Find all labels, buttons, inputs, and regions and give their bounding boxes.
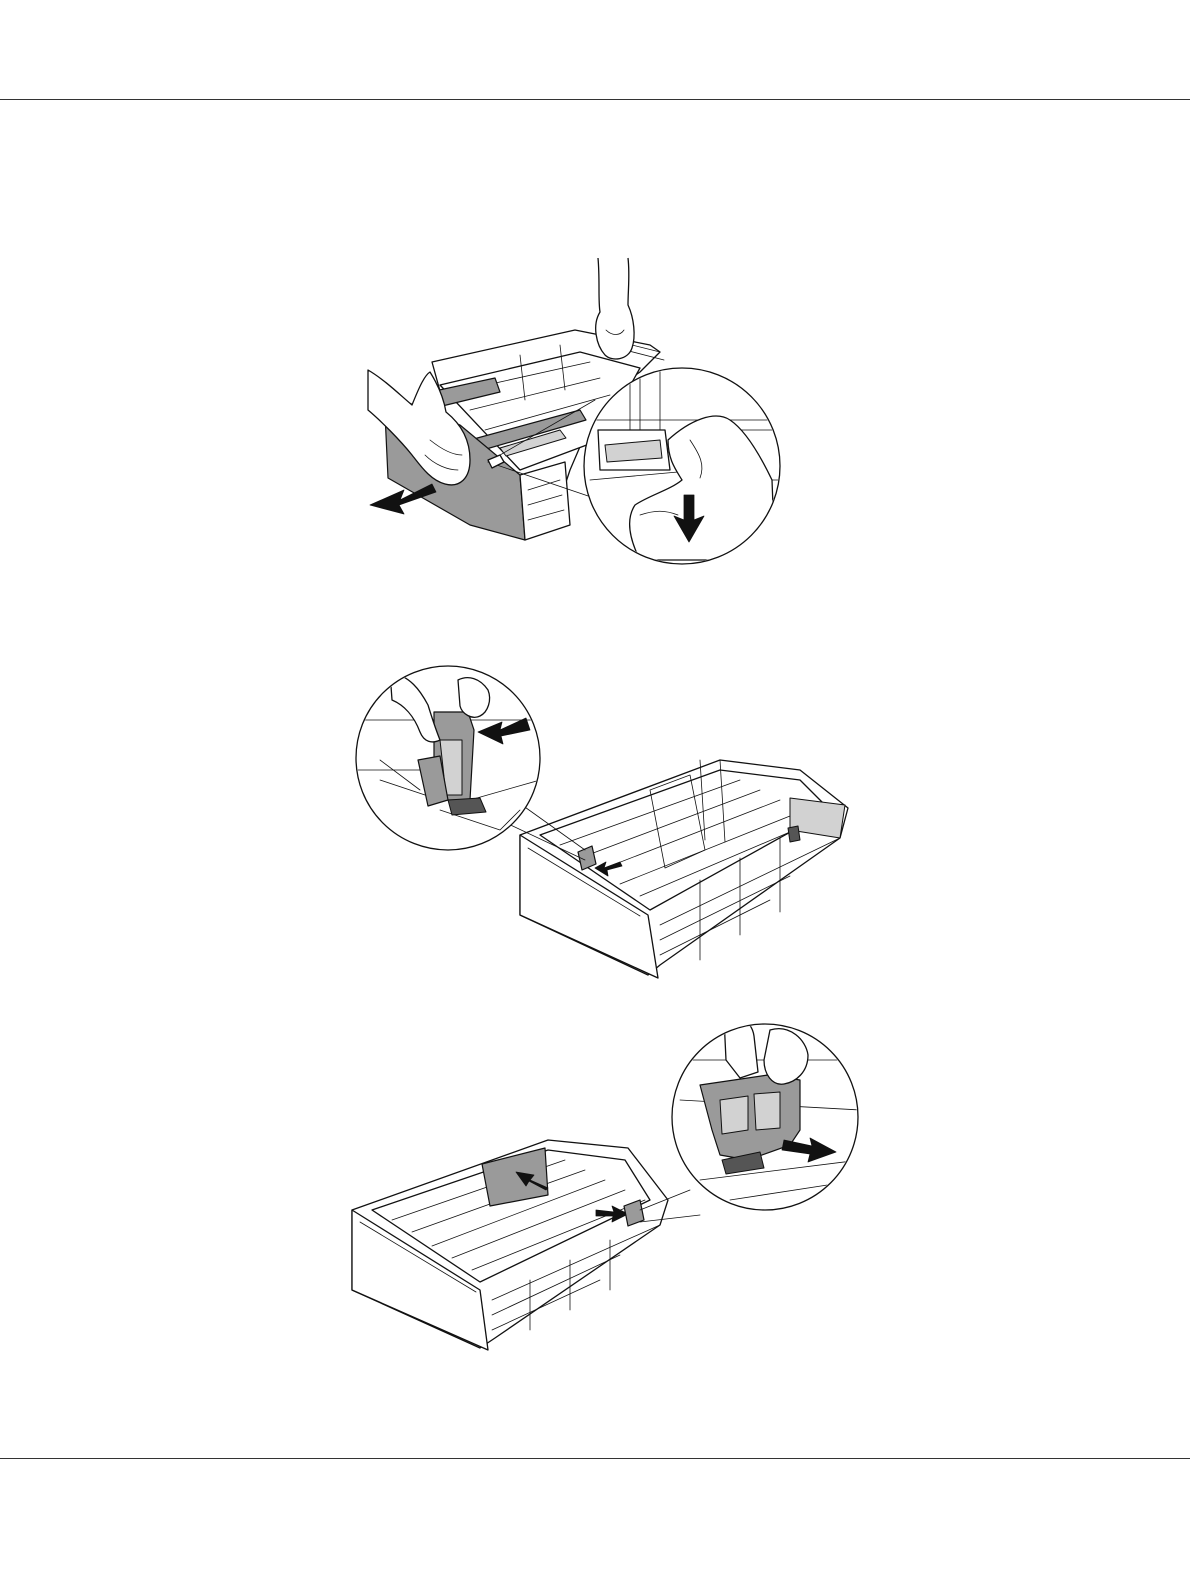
paper-tray-width-guide-illustration	[352, 1140, 700, 1350]
width-guide-zoom	[672, 1017, 860, 1210]
